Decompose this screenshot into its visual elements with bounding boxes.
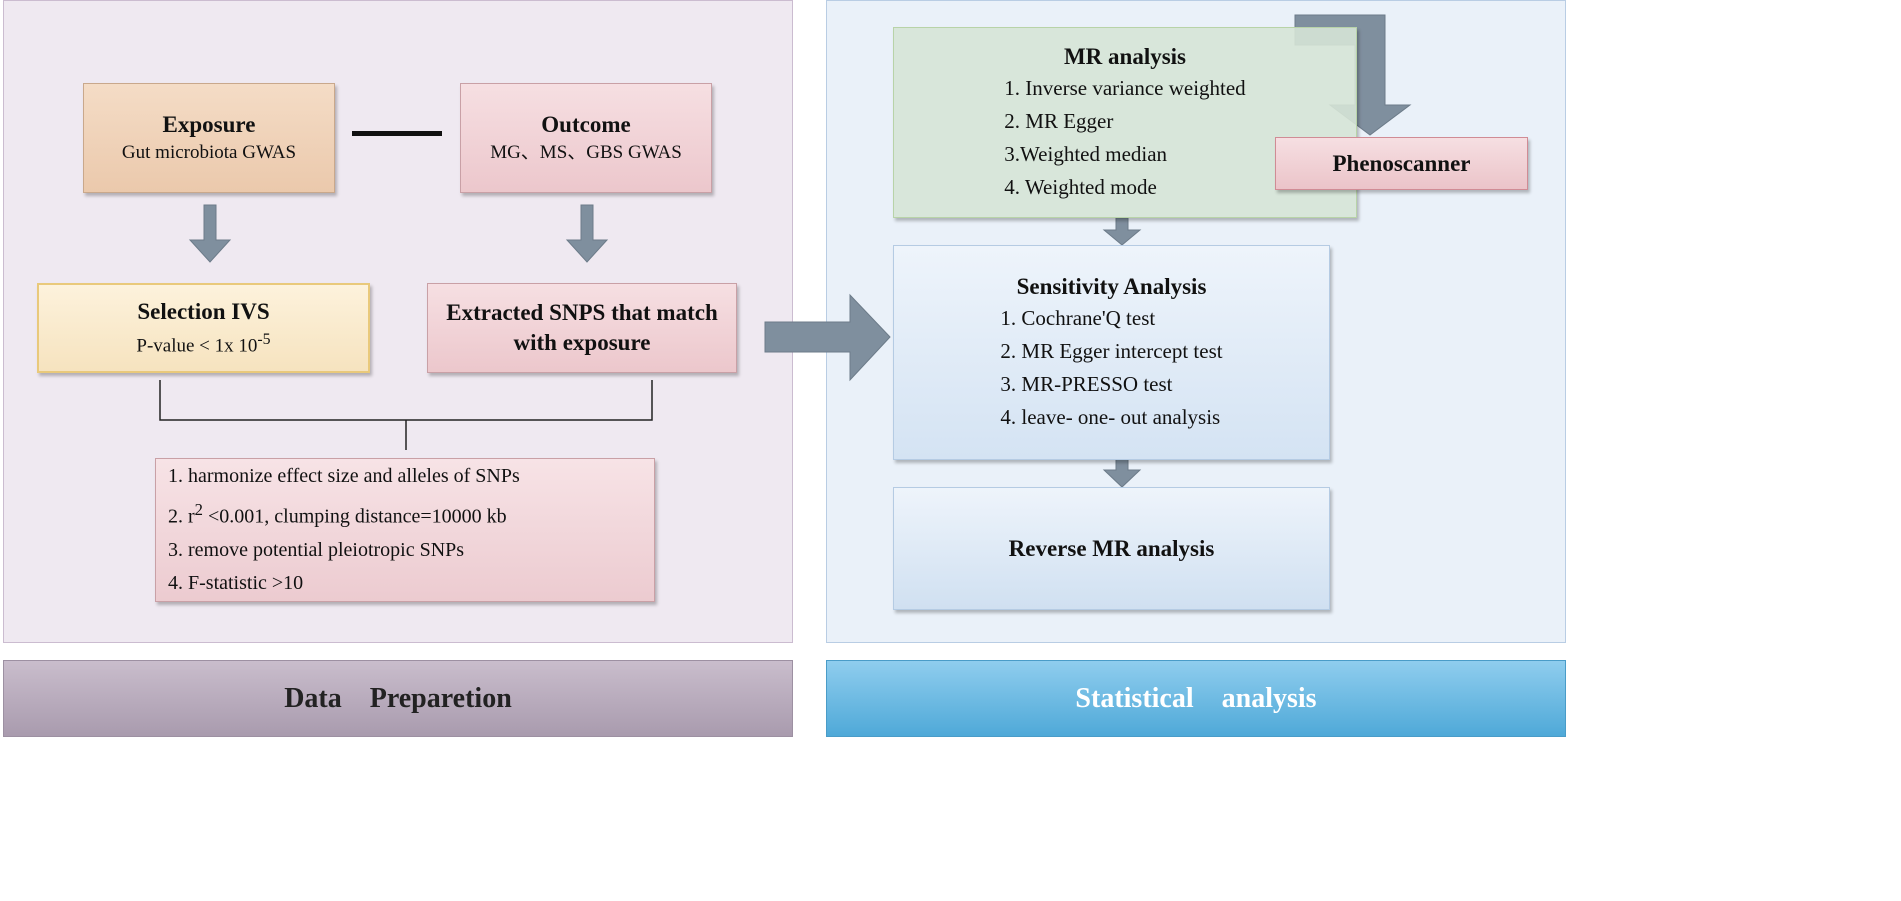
selection-title: Selection IVS xyxy=(137,298,270,324)
harmonize-steps-box: 1. harmonize effect size and alleles of … xyxy=(155,458,655,602)
step-2-prefix: 2. r xyxy=(168,505,195,528)
phenoscanner-label: Phenoscanner xyxy=(1332,150,1471,176)
phenoscanner-box: Phenoscanner xyxy=(1275,137,1528,190)
exposure-box: Exposure Gut microbiota GWAS xyxy=(83,83,335,193)
mr-title: MR analysis xyxy=(1063,43,1187,69)
arrow-down-icon xyxy=(565,204,609,263)
step-4: 4. F-statistic >10 xyxy=(168,571,304,594)
exposure-subtitle: Gut microbiota GWAS xyxy=(121,142,297,163)
sensitivity-test: 1. Cochrane'Q test xyxy=(1000,305,1156,330)
arrow-down-icon xyxy=(1102,217,1142,246)
selection-criterion: P-value < 1x 10-5 xyxy=(136,327,270,359)
mr-method: 1. Inverse variance weighted xyxy=(1004,75,1246,100)
arrow-right-icon xyxy=(764,293,891,382)
step-2: 2. r2 <0.001, clumping distance=10000 kb xyxy=(168,493,507,534)
arrow-down-icon xyxy=(188,204,232,263)
step-2-rest: <0.001, clumping distance=10000 kb xyxy=(203,505,507,528)
extracted-snps-box: Extracted SNPS that match with exposure xyxy=(427,283,737,373)
reverse-mr-label: Reverse MR analysis xyxy=(1008,535,1215,561)
criterion-text: P-value < 1x 10 xyxy=(136,335,258,357)
mr-method: 3.Weighted median xyxy=(1004,141,1168,166)
mr-methods: 1. Inverse variance weighted 2. MR Egger… xyxy=(1004,72,1245,204)
exposure-title: Exposure xyxy=(162,112,256,137)
mr-method: 2. MR Egger xyxy=(1004,108,1114,133)
bracket-connector xyxy=(159,380,653,450)
outcome-subtitle: MG、MS、GBS GWAS xyxy=(490,142,682,163)
sensitivity-title: Sensitivity Analysis xyxy=(1016,273,1207,299)
extracted-line2: with exposure xyxy=(513,330,651,355)
sensitivity-tests: 1. Cochrane'Q test 2. MR Egger intercept… xyxy=(1000,302,1222,434)
sensitivity-test: 3. MR-PRESSO test xyxy=(1000,371,1173,396)
step-1: 1. harmonize effect size and alleles of … xyxy=(168,465,520,488)
extracted-line1: Extracted SNPS that match xyxy=(446,300,718,325)
sensitivity-test: 2. MR Egger intercept test xyxy=(1000,338,1223,363)
step-3: 3. remove potential pleiotropic SNPs xyxy=(168,538,465,561)
connector-line xyxy=(352,131,442,136)
mr-method: 4. Weighted mode xyxy=(1004,174,1157,199)
sensitivity-test: 4. leave- one- out analysis xyxy=(1000,404,1221,429)
data-preparation-label: Data Preparetion xyxy=(3,660,793,737)
sensitivity-analysis-box: Sensitivity Analysis 1. Cochrane'Q test … xyxy=(893,245,1330,460)
statistical-analysis-label: Statistical analysis xyxy=(826,660,1566,737)
outcome-box: Outcome MG、MS、GBS GWAS xyxy=(460,83,712,193)
reverse-mr-box: Reverse MR analysis xyxy=(893,487,1330,610)
outcome-title: Outcome xyxy=(541,112,631,137)
selection-ivs-box: Selection IVS P-value < 1x 10-5 xyxy=(37,283,370,373)
criterion-exponent: -5 xyxy=(257,330,271,348)
step-2-sup: 2 xyxy=(194,500,203,520)
